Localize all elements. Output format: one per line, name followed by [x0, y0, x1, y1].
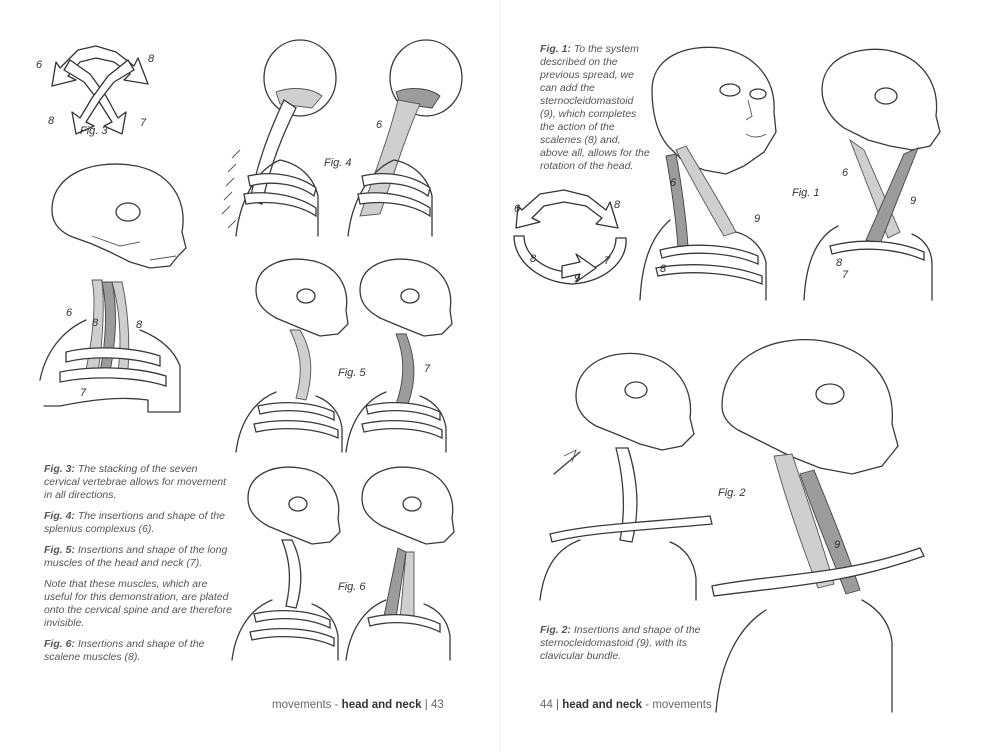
fig3-label: Fig. 3 — [80, 125, 108, 137]
fig6-caption: Fig. 6: Insertions and shape of the scal… — [44, 638, 232, 664]
left-page-number: 43 — [430, 699, 444, 711]
rot-number-8: 8 — [614, 199, 621, 211]
fig2-label: Fig. 2 — [718, 487, 746, 499]
fig1-skull-number-9: 9 — [910, 195, 916, 207]
fig4-caption: Fig. 4: The insertions and shape of the … — [44, 510, 232, 536]
fig2-number-9: 9 — [834, 539, 840, 551]
rotation-arrows-drawing: 6 8 8 7 9 — [513, 189, 627, 285]
rot-number-7: 7 — [604, 255, 611, 267]
fig6-label: Fig. 6 — [338, 581, 366, 593]
fig3-skull-drawing: 6 8 8 7 — [39, 163, 187, 413]
fig3-skull-number-8b: 8 — [136, 319, 143, 331]
fig5-caption: Fig. 5: Insertions and shape of the long… — [44, 544, 232, 570]
note-caption: Note that these muscles, which are usefu… — [44, 578, 232, 629]
left-captions-block: Fig. 3: The stacking of the seven cervic… — [44, 463, 232, 672]
fig3-number-8: 8 — [148, 53, 155, 65]
fig6-caption-text: Insertions and shape of the scalene musc… — [44, 638, 205, 663]
fig6-drawing: Fig. 6 — [231, 466, 455, 661]
right-footer-title: head and neck — [562, 699, 643, 711]
fig1-skull-number-8: 8 — [836, 257, 843, 269]
right-footer: 44 | head and neck - movements — [540, 699, 712, 711]
right-page-illustrations: 6 8 8 7 9 6 9 8 — [513, 46, 941, 713]
left-footer: movements - head and neck | 43 — [272, 699, 444, 711]
fig3-caption-label: Fig. 3: — [44, 463, 75, 475]
fig1-caption: Fig. 1: To the system described on the p… — [540, 43, 652, 173]
fig2-left-drawing — [539, 352, 713, 601]
fig3-skull-number-7: 7 — [80, 387, 87, 399]
fig1-head-number-8: 8 — [660, 263, 667, 275]
rot-number-9: 9 — [574, 273, 580, 285]
fig6-caption-label: Fig. 6: — [44, 638, 75, 650]
fig2-caption-label: Fig. 2: — [540, 624, 571, 636]
right-footer-separator: - — [642, 699, 653, 711]
fig2-caption: Fig. 2: Insertions and shape of the ster… — [540, 624, 712, 663]
fig1-skull-number-7: 7 — [842, 269, 849, 281]
left-footer-title: head and neck — [341, 699, 422, 711]
left-footer-separator: - — [331, 699, 342, 711]
fig4-caption-text: The insertions and shape of the splenius… — [44, 510, 225, 535]
fig3-caption-text: The stacking of the seven cervical verte… — [44, 463, 227, 501]
fig5-number-7: 7 — [424, 363, 431, 375]
fig1-skull-number-6: 6 — [842, 167, 849, 179]
fig5-caption-text: Insertions and shape of the long muscles… — [44, 544, 228, 569]
rot-number-6: 6 — [514, 203, 521, 215]
fig3-number-7: 7 — [140, 117, 147, 129]
left-footer-section: movements — [272, 699, 332, 711]
fig4-label: Fig. 4 — [324, 157, 352, 169]
fig4-drawing: 6 Fig. 4 — [221, 39, 463, 237]
fig2-right-drawing: 9 Fig. 2 — [711, 338, 925, 713]
left-page: 6 8 8 7 Fig. 3 6 8 8 7 — [36, 39, 463, 711]
right-page-number: 44 — [540, 699, 553, 711]
fig1-skull-drawing: 6 9 8 7 Fig. 1 — [792, 48, 941, 301]
fig1-head-drawing: 6 9 8 — [639, 46, 777, 301]
fig5-label: Fig. 5 — [338, 367, 366, 379]
fig3-caption: Fig. 3: The stacking of the seven cervic… — [44, 463, 232, 502]
fig3-skull-number-8: 8 — [92, 317, 99, 329]
fig4-number-6: 6 — [376, 119, 383, 131]
fig4-caption-label: Fig. 4: — [44, 510, 75, 522]
right-footer-section: movements — [652, 699, 712, 711]
rot-number-8b: 8 — [530, 253, 537, 265]
fig1-caption-label: Fig. 1: — [540, 43, 571, 55]
fig5-drawing: Fig. 5 7 — [235, 258, 453, 453]
left-page-illustrations: 6 8 8 7 Fig. 3 6 8 8 7 — [36, 39, 463, 661]
fig1-head-number-9: 9 — [754, 213, 760, 225]
fig1-head-number-6: 6 — [670, 177, 677, 189]
fig5-caption-label: Fig. 5: — [44, 544, 75, 556]
fig1-label: Fig. 1 — [792, 187, 820, 199]
fig2-caption-text: Insertions and shape of the sternocleido… — [540, 624, 701, 662]
fig3-number-8b: 8 — [48, 115, 55, 127]
fig3-skull-number-6: 6 — [66, 307, 73, 319]
fig3-number-6: 6 — [36, 59, 43, 71]
fig3-arrows-drawing: 6 8 8 7 Fig. 3 — [36, 45, 155, 137]
right-page: 6 8 8 7 9 6 9 8 — [500, 0, 1000, 752]
fig1-caption-text: To the system described on the previous … — [540, 43, 650, 172]
